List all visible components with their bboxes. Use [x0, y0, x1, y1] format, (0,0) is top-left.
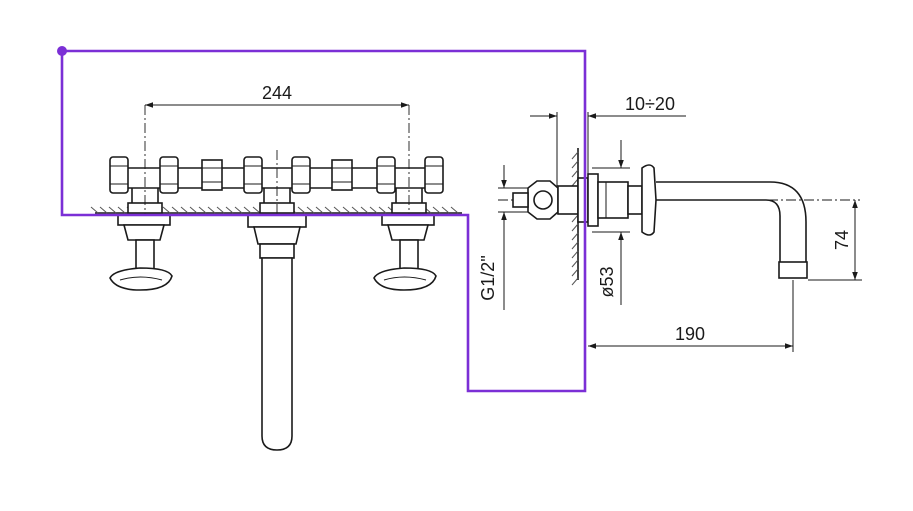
hatch-mark	[198, 206, 207, 214]
hatch-mark	[450, 206, 459, 214]
hatch-mark	[234, 206, 243, 214]
hatch-mark	[571, 169, 579, 178]
hatch-mark	[90, 206, 99, 214]
hatch-mark	[297, 206, 306, 214]
hatch-mark	[441, 206, 450, 214]
hatch-mark	[571, 223, 579, 232]
dimension-thread: G1/2"	[478, 165, 528, 310]
left-valve-handle	[109, 214, 173, 291]
hatch-mark	[571, 241, 579, 250]
manifold-fittings	[109, 156, 444, 194]
dimension-diameter-label: ø53	[597, 266, 617, 297]
dimension-10-20: 10÷20	[530, 94, 686, 186]
hatch-mark	[306, 206, 315, 214]
hatch-mark	[180, 206, 189, 214]
selection-handle[interactable]	[57, 46, 67, 56]
dimension-244: 244	[145, 83, 409, 108]
dimension-74-label: 74	[832, 230, 852, 250]
hatch-mark	[571, 214, 579, 223]
dimension-10-20-label: 10÷20	[625, 94, 675, 114]
hatch-mark	[99, 206, 108, 214]
side-inlet-connection	[512, 164, 657, 236]
hatch-mark	[108, 206, 117, 214]
hatch-mark	[171, 206, 180, 214]
selection-outline[interactable]	[60, 49, 587, 393]
hatch-mark	[571, 160, 579, 169]
hatch-mark	[324, 206, 333, 214]
hatch-mark	[571, 268, 579, 277]
hatch-mark	[571, 151, 579, 160]
front-center-axes	[144, 105, 410, 215]
hatch-mark	[571, 232, 579, 241]
hatch-mark	[360, 206, 369, 214]
dimension-74: 74	[808, 200, 862, 281]
hatch-mark	[243, 206, 252, 214]
hatch-mark	[571, 178, 579, 187]
side-view: 10÷20 G1/2" ø53 190 74	[478, 94, 862, 352]
hatch-mark	[378, 206, 387, 214]
front-view: 244	[90, 83, 462, 451]
hatch-mark	[369, 206, 378, 214]
hatch-mark	[162, 206, 171, 214]
hatch-mark	[571, 259, 579, 268]
hatch-mark	[207, 206, 216, 214]
dimension-190: 190	[588, 280, 794, 352]
hatch-mark	[342, 206, 351, 214]
hatch-mark	[216, 206, 225, 214]
hatch-mark	[333, 206, 342, 214]
side-spout	[656, 181, 808, 279]
dimension-thread-label: G1/2"	[478, 255, 498, 300]
hatch-mark	[571, 277, 579, 286]
hatch-mark	[225, 206, 234, 214]
hatch-mark	[117, 206, 126, 214]
right-valve-handle	[373, 214, 437, 291]
hatch-mark	[189, 206, 198, 214]
hatch-mark	[432, 206, 441, 214]
hatch-mark	[571, 250, 579, 259]
selection-region[interactable]	[57, 46, 587, 393]
dimension-diameter: ø53	[592, 140, 630, 305]
dimension-190-label: 190	[675, 324, 705, 344]
hatch-mark	[315, 206, 324, 214]
wall-hatching-side	[571, 148, 579, 286]
hatch-mark	[252, 206, 261, 214]
dimension-244-label: 244	[262, 83, 292, 103]
front-spout	[247, 214, 307, 451]
hatch-mark	[351, 206, 360, 214]
